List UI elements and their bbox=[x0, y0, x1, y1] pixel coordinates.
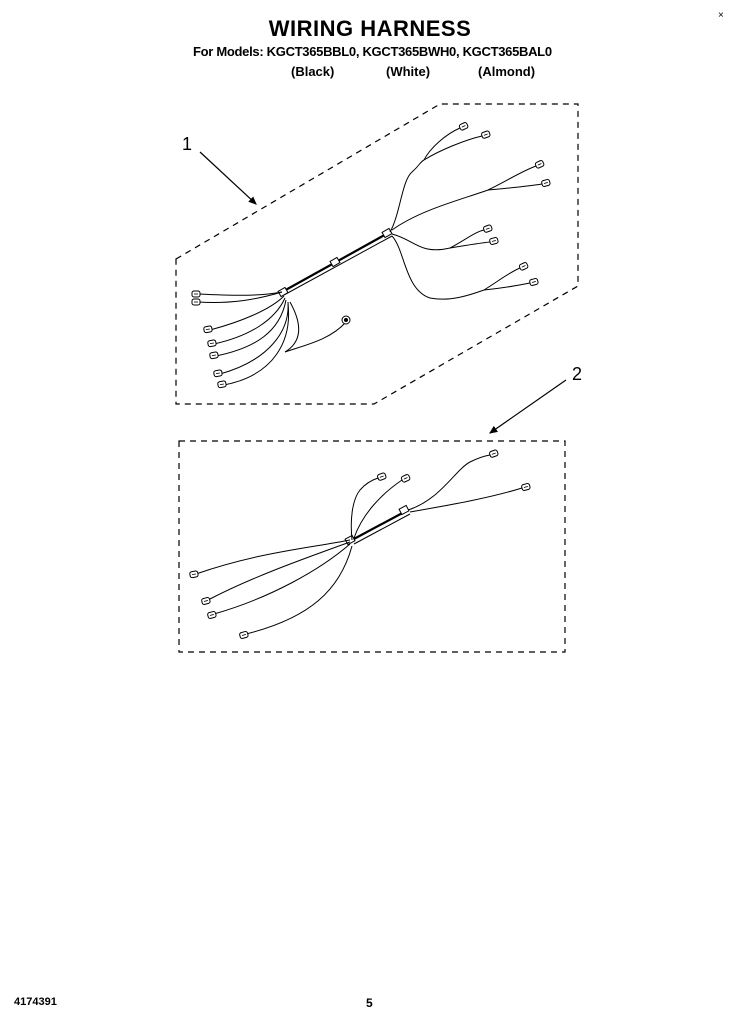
callout-part-1: 1 bbox=[182, 134, 193, 154]
models-line: For Models: KGCT365BBL0, KGCT365BWH0, KG… bbox=[193, 44, 552, 59]
part1-boundary bbox=[175, 103, 579, 405]
part1-terminals bbox=[191, 121, 552, 389]
page-title: WIRING HARNESS bbox=[268, 16, 472, 41]
color-label-white: (White) bbox=[386, 64, 431, 79]
color-label-almond: (Almond) bbox=[478, 64, 536, 79]
part1-leader-arrow bbox=[199, 151, 257, 205]
harness-part-1 bbox=[197, 127, 543, 386]
part2-leader-arrow bbox=[489, 379, 567, 434]
document-number: 4174391 bbox=[14, 996, 57, 1008]
callout-part-2: 2 bbox=[572, 364, 583, 384]
corner-mark: × bbox=[718, 10, 724, 21]
color-label-black: (Black) bbox=[291, 64, 335, 79]
page-number: 5 bbox=[366, 996, 373, 1010]
part2-boundary bbox=[178, 440, 566, 653]
part2-terminals bbox=[188, 448, 532, 640]
harness-part-2 bbox=[195, 454, 523, 635]
